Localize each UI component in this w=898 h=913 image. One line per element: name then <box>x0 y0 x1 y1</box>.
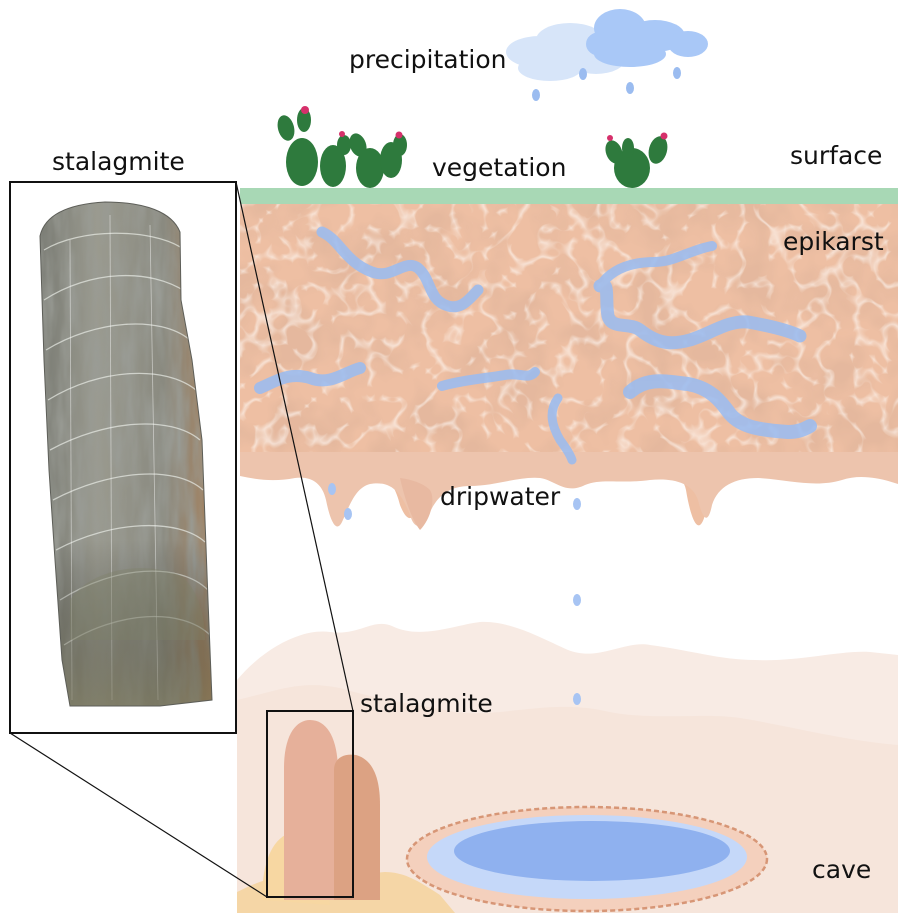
cactus-icon <box>346 131 407 188</box>
label-precipitation: precipitation <box>349 45 507 74</box>
raindrop-icon <box>344 508 352 520</box>
surface-strip <box>240 188 898 204</box>
cave-pool <box>407 807 767 911</box>
label-epikarst: epikarst <box>783 227 884 256</box>
stalagmite-short <box>334 755 380 900</box>
raindrop-icon <box>573 693 581 705</box>
cactus-icon <box>275 108 351 187</box>
raindrop-icon <box>573 498 581 510</box>
pool-water-inner <box>454 821 730 881</box>
label-stalagmite-cave: stalagmite <box>360 689 493 718</box>
raindrop-icon <box>328 483 336 495</box>
label-dripwater: dripwater <box>440 482 561 511</box>
stalagmite-inset <box>10 182 236 733</box>
label-vegetation: vegetation <box>432 153 566 182</box>
raindrop-icon <box>626 82 634 94</box>
stalagmite-tall <box>284 720 338 900</box>
label-cave: cave <box>812 855 871 884</box>
raindrop-icon <box>573 594 581 606</box>
cactus-icon <box>602 134 670 188</box>
zoom-connector-bottom <box>10 733 267 897</box>
label-stalagmite-inset: stalagmite <box>52 147 185 176</box>
label-surface: surface <box>790 141 882 170</box>
raindrop-icon <box>673 67 681 79</box>
raindrop-icon <box>579 68 587 80</box>
raindrop-icon <box>532 89 540 101</box>
